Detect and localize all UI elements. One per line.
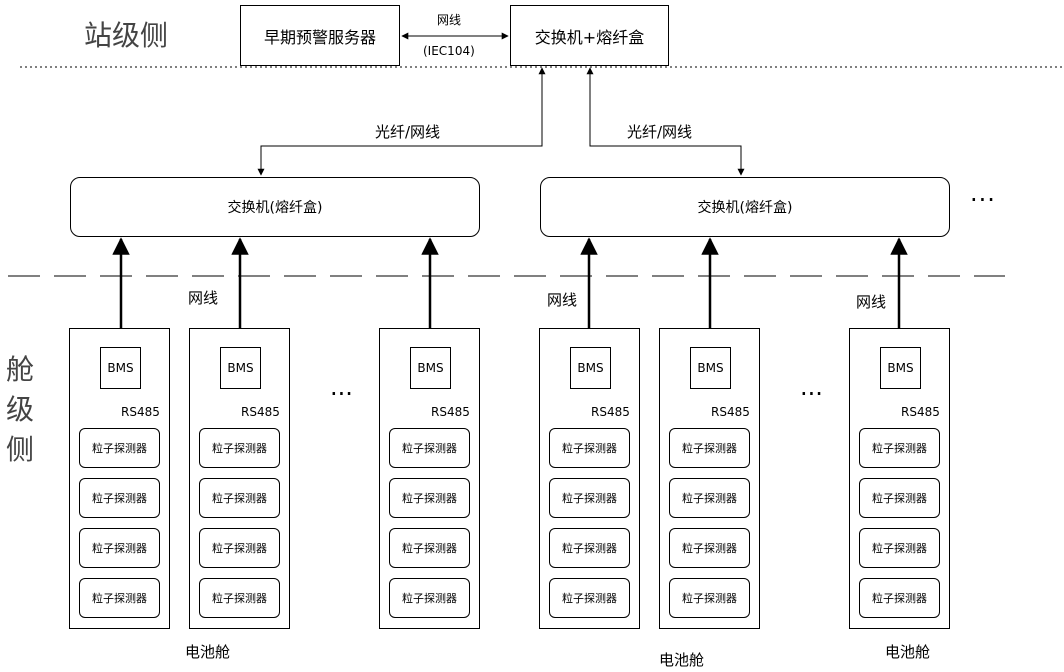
particle-detector: 粒子探测器 xyxy=(859,528,940,568)
particle-detector: 粒子探测器 xyxy=(669,528,750,568)
particle-detector: 粒子探测器 xyxy=(389,478,470,518)
rs485-label: RS485 xyxy=(591,405,630,419)
group-switch-left: 交换机(熔纤盒) xyxy=(70,177,480,237)
bms-box: BMS xyxy=(100,347,141,389)
bms-box: BMS xyxy=(690,347,731,389)
particle-detector: 粒子探测器 xyxy=(389,528,470,568)
particle-detector: 粒子探测器 xyxy=(79,528,160,568)
group-switch-left-label: 交换机(熔纤盒) xyxy=(227,200,323,216)
particle-detector: 粒子探测器 xyxy=(549,478,630,518)
particle-detector: 粒子探测器 xyxy=(669,578,750,618)
particle-detector: 粒子探测器 xyxy=(389,578,470,618)
bms-box: BMS xyxy=(570,347,611,389)
particle-detector: 粒子探测器 xyxy=(389,428,470,468)
particle-detector: 粒子探测器 xyxy=(859,428,940,468)
group-switch-right-label: 交换机(熔纤盒) xyxy=(697,200,793,216)
more-racks-ellipsis-left: ··· xyxy=(330,380,353,408)
group-switch-right: 交换机(熔纤盒) xyxy=(540,177,950,237)
battery-cabin-label-3: 电池舱 xyxy=(885,643,931,661)
early-warning-server-label: 早期预警服务器 xyxy=(263,27,376,47)
net-label-middle: 网线 xyxy=(547,291,578,309)
net-label-right: 网线 xyxy=(856,293,887,311)
battery-cabin-label-2: 电池舱 xyxy=(659,651,705,669)
battery-cabin-label-1: 电池舱 xyxy=(185,643,231,661)
more-racks-ellipsis-right: ··· xyxy=(800,380,823,408)
rs485-label: RS485 xyxy=(121,405,160,419)
rs485-label: RS485 xyxy=(901,405,940,419)
main-switch: 交换机+熔纤盒 xyxy=(510,5,669,66)
particle-detector: 粒子探测器 xyxy=(859,578,940,618)
cabin-side-char-2: 级 xyxy=(5,393,34,426)
more-switches-ellipsis: ··· xyxy=(970,186,996,214)
net-label-left: 网线 xyxy=(188,289,219,307)
particle-detector: 粒子探测器 xyxy=(549,578,630,618)
particle-detector: 粒子探测器 xyxy=(199,478,280,518)
rs485-label: RS485 xyxy=(431,405,470,419)
uplink-left xyxy=(257,67,546,176)
bms-links xyxy=(112,237,908,347)
particle-detector: 粒子探测器 xyxy=(199,428,280,468)
particle-detector: 粒子探测器 xyxy=(79,578,160,618)
particle-detector: 粒子探测器 xyxy=(859,478,940,518)
station-side-label: 站级侧 xyxy=(84,19,169,52)
server-link-protocol: (IEC104) xyxy=(423,44,475,58)
particle-detector: 粒子探测器 xyxy=(669,478,750,518)
particle-detector: 粒子探测器 xyxy=(549,428,630,468)
particle-detector: 粒子探测器 xyxy=(199,578,280,618)
rs485-label: RS485 xyxy=(711,405,750,419)
particle-detector: 粒子探测器 xyxy=(199,528,280,568)
bms-box: BMS xyxy=(410,347,451,389)
cabin-side-char-3: 侧 xyxy=(5,433,34,466)
uplink-left-label: 光纤/网线 xyxy=(375,123,441,141)
particle-detector: 粒子探测器 xyxy=(549,528,630,568)
bms-box: BMS xyxy=(880,347,921,389)
uplink-right xyxy=(586,67,745,176)
early-warning-server: 早期预警服务器 xyxy=(240,5,400,66)
particle-detector: 粒子探测器 xyxy=(79,428,160,468)
particle-detector: 粒子探测器 xyxy=(669,428,750,468)
uplink-right-label: 光纤/网线 xyxy=(627,123,693,141)
rs485-label: RS485 xyxy=(241,405,280,419)
cabin-side-char-1: 舱 xyxy=(5,353,34,386)
particle-detector: 粒子探测器 xyxy=(79,478,160,518)
server-link-label: 网线 xyxy=(437,13,462,27)
main-switch-label: 交换机+熔纤盒 xyxy=(534,27,645,47)
bms-box: BMS xyxy=(220,347,261,389)
